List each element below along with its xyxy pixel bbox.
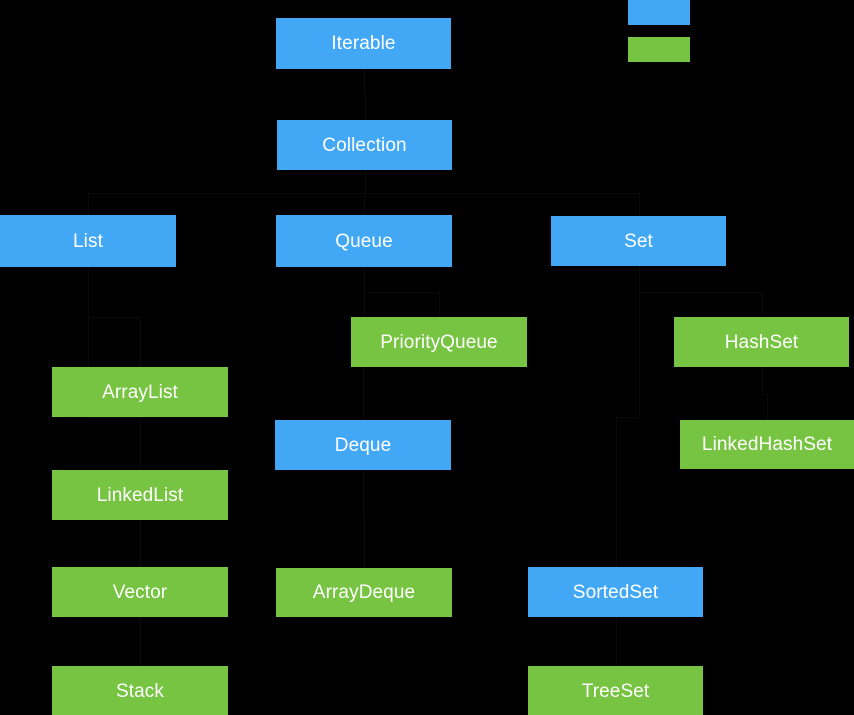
edge-list-to-arraylist	[140, 317, 141, 367]
edge-iterable-to-collection	[363, 94, 365, 96]
node-label: PriorityQueue	[380, 331, 498, 353]
node-label: ArrayDeque	[312, 582, 416, 603]
node-label: Stack	[115, 680, 165, 702]
node-sortedset[interactable]: SortedSet	[528, 567, 703, 617]
edge-queue-to-priorityqueue	[439, 292, 440, 317]
legend-swatch-class	[628, 37, 690, 62]
node-label: HashSet	[724, 331, 799, 353]
node-priorityqueue[interactable]: PriorityQueue	[351, 317, 527, 367]
node-label: Queue	[335, 230, 393, 252]
node-arraylist[interactable]: ArrayList	[52, 367, 228, 417]
edge-list-to-vector	[88, 417, 140, 418]
edge-collection-to-set	[364, 170, 366, 193]
edge-hashset-to-linkedhashset	[761, 367, 763, 394]
node-stack[interactable]: Stack	[52, 666, 228, 715]
edge-list-to-arraylist	[88, 317, 140, 318]
edge-queue-to-deque	[363, 343, 364, 420]
node-collection[interactable]: Collection	[277, 120, 452, 170]
node-label: Set	[624, 230, 653, 252]
node-treeset[interactable]: TreeSet	[528, 666, 703, 715]
edge-sortedset-to-treeset	[615, 641, 617, 666]
node-label: Collection	[322, 134, 407, 156]
edge-set-to-sortedset	[638, 266, 640, 417]
edge-deque-to-arraydeque	[364, 519, 365, 568]
edge-iterable-to-collection	[363, 69, 365, 95]
node-label: Vector	[112, 581, 168, 603]
node-queue[interactable]: Queue	[276, 215, 452, 267]
node-hashset[interactable]: HashSet	[674, 317, 849, 367]
edge-collection-to-list	[88, 192, 89, 215]
node-label: ArrayList	[102, 381, 178, 403]
edge-deque-to-arraydeque	[363, 470, 364, 519]
node-label: List	[73, 230, 103, 252]
edge-iterable-to-collection	[364, 94, 366, 120]
edge-deque-to-arraydeque	[363, 519, 364, 520]
edge-collection-to-list	[88, 192, 365, 194]
edge-collection-to-set	[364, 193, 639, 194]
legend-swatch-interface	[628, 0, 690, 25]
node-set[interactable]: Set	[551, 216, 726, 266]
edge-set-to-sortedset	[615, 416, 639, 418]
edge-set-to-hashset	[761, 291, 763, 317]
node-linkedhashset[interactable]: LinkedHashSet	[680, 420, 854, 469]
edge-queue-to-priorityqueue	[364, 292, 439, 293]
node-linkedlist[interactable]: LinkedList	[52, 470, 228, 520]
node-vector[interactable]: Vector	[52, 567, 228, 617]
node-label: TreeSet	[581, 680, 650, 702]
node-label: Iterable	[331, 33, 396, 54]
edge-collection-to-set	[638, 193, 640, 216]
edge-vector-to-stack	[140, 617, 141, 642]
edge-hashset-to-linkedhashset	[761, 393, 767, 395]
edge-sortedset-to-treeset	[615, 617, 617, 642]
node-label: SortedSet	[572, 581, 659, 603]
node-arraydeque[interactable]: ArrayDeque	[276, 568, 452, 617]
edge-set-to-sortedset	[615, 416, 617, 567]
edge-vector-to-stack	[140, 641, 141, 666]
node-label: LinkedHashSet	[701, 434, 833, 455]
edge-list-to-vector	[88, 267, 89, 417]
edge-set-to-hashset	[638, 291, 762, 293]
node-iterable[interactable]: Iterable	[276, 18, 451, 69]
edge-hashset-to-linkedhashset	[767, 393, 768, 420]
node-list[interactable]: List	[0, 215, 176, 267]
edge-queue-to-deque	[364, 267, 365, 344]
node-label: Deque	[334, 434, 392, 456]
edge-collection-to-queue	[364, 192, 365, 215]
node-deque[interactable]: Deque	[275, 420, 451, 470]
node-label: LinkedList	[96, 484, 184, 506]
